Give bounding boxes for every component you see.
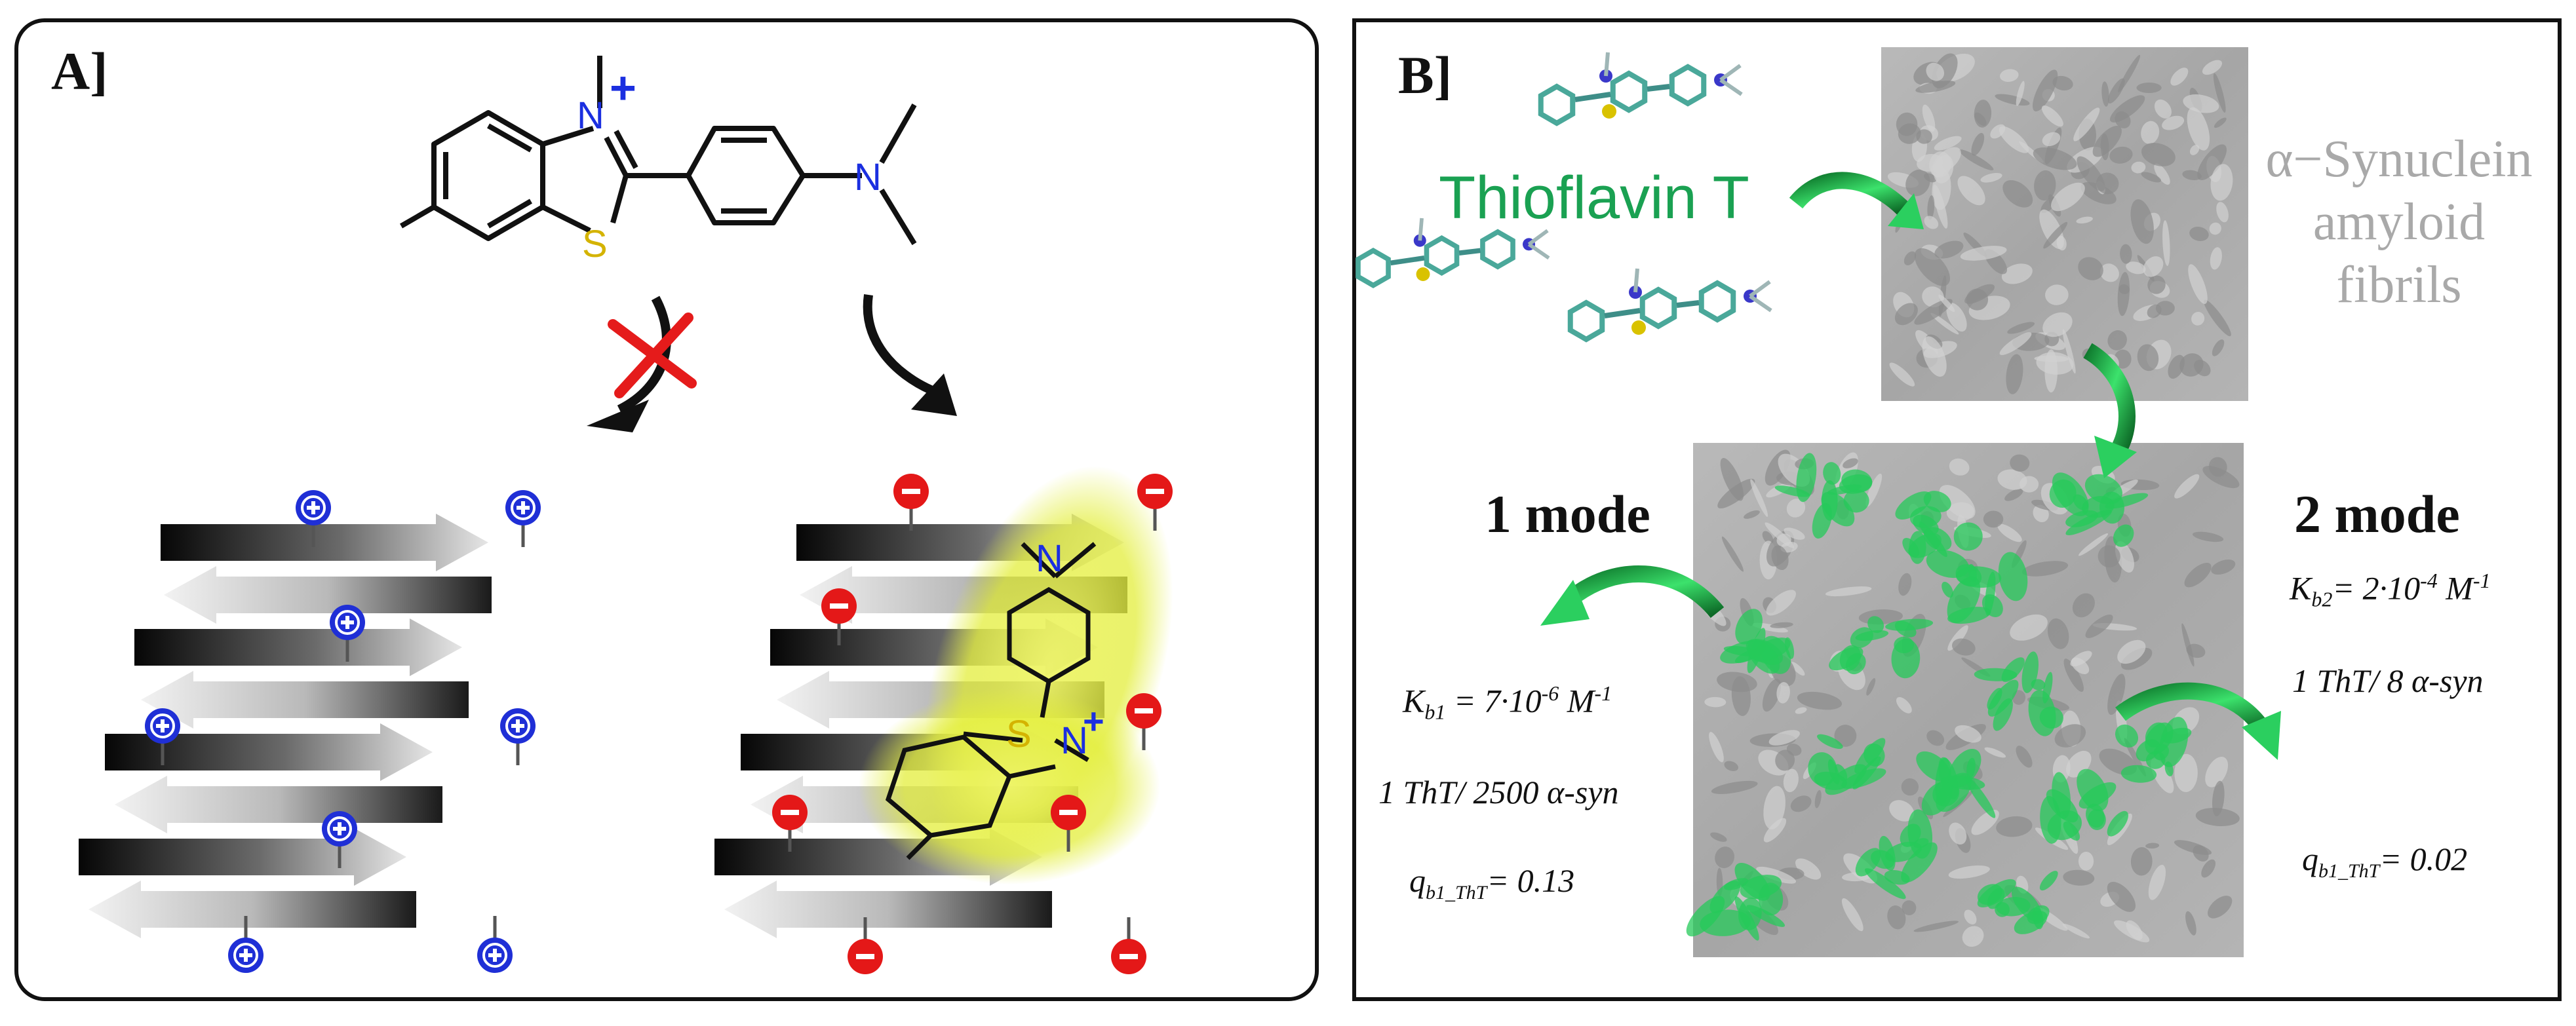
arrow-to-stained xyxy=(2083,343,2137,478)
mode-1-q-sub: b1_ThT xyxy=(1426,882,1487,903)
negative-charge-icon xyxy=(821,588,857,645)
panel-b-label: B] xyxy=(1398,45,1452,105)
thioflavin-t-model xyxy=(1567,268,1772,343)
thioflavin-t-model xyxy=(1538,52,1743,126)
positive-charge-icon xyxy=(505,490,541,547)
fibril-label: α−Synuclein amyloid fibrils xyxy=(2258,128,2540,316)
mode-2-binding-constant: Kb2= 2·10-4 M-1 xyxy=(2290,569,2491,612)
positive-charge-icon xyxy=(500,708,536,765)
thioflavin-t-models xyxy=(1356,52,1772,343)
mode-2-q-sub: b1_ThT xyxy=(2318,860,2380,882)
molecule-plus-charge: + xyxy=(610,62,636,113)
mode-2-title: 2 mode xyxy=(2294,484,2460,544)
molecule-s-atom-top: S xyxy=(582,223,608,265)
mode-1-ratio: 1 ThT/ 2500 α-syn xyxy=(1378,774,1619,810)
bound-plus-charge: + xyxy=(1083,700,1104,742)
mode-2-q-symbol: q xyxy=(2302,841,2318,877)
negative-charges xyxy=(772,474,1173,974)
thioflavin-t-title: Thioflavin T xyxy=(1439,164,1749,231)
mode-1-k-unit: M xyxy=(1559,682,1595,719)
mode-1-quantum-yield: qb1_ThT= 0.13 xyxy=(1409,862,1574,904)
mode-2-k-unit-exp: -1 xyxy=(2472,569,2491,592)
negative-charge-icon xyxy=(1126,693,1161,750)
mode-1-k-symbol: K xyxy=(1403,682,1425,719)
bound-thioflavin-t: S N + N xyxy=(859,466,1173,884)
fibril-label-line-1: α−Synuclein xyxy=(2265,130,2533,188)
mode-2-quantum-yield: qb1_ThT= 0.02 xyxy=(2302,840,2467,883)
mode-2-ratio: 1 ThT/ 8 α-syn xyxy=(2292,662,2484,699)
mode-1-k-unit-exp: -1 xyxy=(1594,681,1612,705)
arrow-to-mode2 xyxy=(2115,682,2281,760)
mode-1-k-value: = 7·10 xyxy=(1445,682,1542,719)
bound-s-atom: S xyxy=(1006,713,1032,755)
panel-a-illustration: N + S N xyxy=(79,56,1173,974)
mode-1-title: 1 mode xyxy=(1485,484,1650,544)
bound-n-atom-dimethyl: N xyxy=(1036,537,1063,580)
thioflavin-t-structure xyxy=(399,56,917,246)
green-fluorescent-fibrils xyxy=(1686,453,2192,941)
negative-charge-icon xyxy=(772,795,808,852)
positive-charge-icon xyxy=(322,811,357,868)
allowed-binding-arrow xyxy=(863,294,957,416)
panel-b-frame xyxy=(1352,18,2562,1001)
positive-charge-icon xyxy=(477,916,513,973)
fibril-label-line-2: amyloid xyxy=(2313,193,2486,251)
positive-charge-icon xyxy=(228,916,263,973)
positive-charge-icon xyxy=(330,605,365,662)
arrow-to-fibrils xyxy=(1789,172,1924,229)
mode-2-k-symbol: K xyxy=(2290,569,2312,607)
blocked-binding-arrow xyxy=(587,295,697,432)
negative-charge-icon xyxy=(893,474,929,531)
mode-2-q-value: = 0.02 xyxy=(2379,841,2468,877)
molecule-n-atom-top: N xyxy=(577,94,604,137)
mode-2-k-sub: b2 xyxy=(2311,587,2333,611)
fibril-texture xyxy=(1700,53,2240,947)
arrow-to-mode1 xyxy=(1540,565,1725,626)
bound-n-atom: N xyxy=(1061,719,1088,762)
negative-charge-icon xyxy=(1051,795,1086,852)
mode-1-binding-constant: Kb1 = 7·10-6 M-1 xyxy=(1403,681,1612,725)
panel-a-frame xyxy=(14,18,1319,1001)
mode-2-k-value: = 2·10 xyxy=(2332,569,2421,607)
positive-charge-icon xyxy=(145,708,180,765)
mode-2-k-exp: -4 xyxy=(2420,569,2438,592)
negative-charge-icon xyxy=(848,917,883,974)
fibril-label-line-3: fibrils xyxy=(2336,256,2462,314)
positive-charge-icon xyxy=(296,490,331,547)
molecule-n-atom-dimethyl: N xyxy=(854,156,882,199)
mode-1-q-value: = 0.13 xyxy=(1487,862,1575,899)
mode-1-k-exp: -6 xyxy=(1541,681,1559,705)
panel-a-label: A] xyxy=(51,41,108,101)
mode-1-q-symbol: q xyxy=(1409,862,1426,899)
mode-1-k-sub: b1 xyxy=(1424,700,1446,724)
negative-charge-icon xyxy=(1137,474,1173,531)
positive-charges xyxy=(145,490,541,973)
thioflavin-t-model xyxy=(1356,218,1550,288)
negative-charge-icon xyxy=(1111,917,1146,974)
mode-2-k-unit: M xyxy=(2437,569,2473,607)
